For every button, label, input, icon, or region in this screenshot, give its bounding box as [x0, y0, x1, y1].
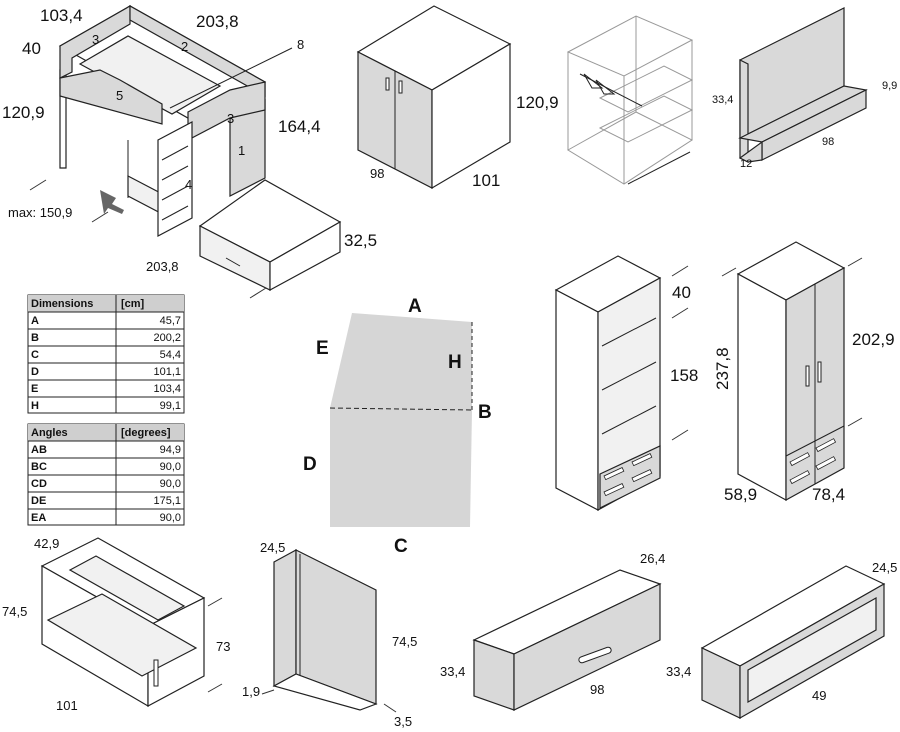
bunk-part-label: 1	[238, 143, 245, 158]
bunk-part-label: 3	[92, 32, 99, 47]
bunk-height-label: 120,9	[2, 103, 45, 122]
angle-key: AB	[31, 444, 47, 456]
angle-value: 94,9	[160, 444, 181, 456]
dimension-key: A	[31, 315, 39, 327]
cabinet-depth-label: 98	[370, 166, 384, 181]
insert-width-label: 98	[822, 136, 834, 148]
wardrobe-height-label: 237,8	[713, 347, 732, 390]
wall-shelf-height-label: 33,4	[666, 664, 691, 679]
bunk-ladder-label: 8	[297, 37, 304, 52]
bunk-bed-drawing	[29, 4, 342, 299]
angle-value: 90,0	[160, 461, 181, 473]
bunk-part-label: 5	[116, 88, 123, 103]
dimensions-header: Dimensions	[31, 298, 93, 310]
angle-value: 175,1	[153, 495, 181, 507]
shape-label-b: B	[478, 402, 492, 423]
wall-cabinet-width-label: 98	[590, 682, 604, 697]
wall-cabinet-drawing	[472, 569, 662, 711]
shape-label-h: H	[448, 352, 462, 373]
wardrobe-width-label: 78,4	[812, 485, 845, 504]
bunk-top-length-label: 203,8	[196, 12, 239, 31]
profile-shape	[329, 313, 473, 527]
corner-thickness-a-label: 1,9	[242, 684, 260, 699]
bunk-part-label: 4	[185, 177, 192, 192]
angle-key: DE	[31, 495, 46, 507]
bunk-max-label: max: 150,9	[8, 205, 72, 220]
bunk-side-height-label: 164,4	[278, 117, 321, 136]
dimension-value: 103,4	[153, 383, 181, 395]
wall-cabinet-height-label: 33,4	[440, 664, 465, 679]
wall-shelf-width-label: 49	[812, 688, 826, 703]
wall-shelf-depth-label: 24,5	[872, 560, 897, 575]
dimensions-table	[27, 294, 185, 414]
shape-label-d: D	[303, 454, 317, 475]
dimensions-unit-header: [cm]	[121, 298, 145, 310]
dimension-value: 200,2	[153, 332, 181, 344]
shape-label-a: A	[408, 296, 422, 317]
bunk-part-label: 3	[227, 111, 234, 126]
insert-thickness-label: 12	[740, 158, 752, 170]
wall-shelf-drawing	[700, 565, 886, 720]
angle-value: 90,0	[160, 478, 181, 490]
shelf-height-label: 158	[670, 366, 698, 385]
desk-height-label: 74,5	[2, 604, 27, 619]
dimension-key: E	[31, 383, 38, 395]
shape-label-e: E	[316, 338, 329, 359]
insert-depth-label: 9,9	[882, 80, 897, 92]
bunk-left-label: 40	[22, 39, 41, 58]
cabinet-drawing	[356, 5, 512, 190]
corner-height-label: 74,5	[392, 634, 417, 649]
angles-unit-header: [degrees]	[121, 427, 171, 439]
desk-depth-label: 42,9	[34, 536, 59, 551]
bookcase-insert-drawing	[738, 7, 868, 163]
cabinet-width-label: 101	[472, 171, 500, 190]
shape-label-c: C	[394, 536, 408, 557]
wall-cabinet-depth-label: 26,4	[640, 551, 665, 566]
corner-depth-label: 24,5	[260, 540, 285, 555]
wardrobe-inner-height-label: 202,9	[852, 330, 895, 349]
angle-key: CD	[31, 478, 47, 490]
dimension-key: D	[31, 366, 39, 378]
dimension-value: 99,1	[160, 400, 181, 412]
shelf-depth-label: 40	[672, 283, 691, 302]
bunk-width-label: 103,4	[40, 6, 83, 25]
bunk-drawer-height-label: 32,5	[344, 231, 377, 250]
corner-thickness-b-label: 3,5	[394, 714, 412, 729]
corner-panel-drawing	[261, 548, 397, 713]
angle-key: BC	[31, 461, 47, 473]
insert-height-label: 33,4	[712, 94, 733, 106]
open-shelf-drawing	[554, 255, 689, 512]
dimension-key: B	[31, 332, 39, 344]
angle-key: EA	[31, 512, 46, 524]
wardrobe-depth-label: 58,9	[724, 485, 757, 504]
dimension-key: C	[31, 349, 39, 361]
desk-inner-height-label: 73	[216, 639, 230, 654]
angles-table	[27, 423, 185, 526]
dimension-key: H	[31, 400, 39, 412]
dimension-value: 101,1	[153, 366, 181, 378]
dimension-value: 54,4	[160, 349, 181, 361]
desk-drawing	[40, 537, 223, 708]
wardrobe-drawing	[721, 241, 863, 502]
bunk-bottom-length-label: 203,8	[146, 259, 179, 274]
angles-header: Angles	[31, 427, 68, 439]
dimension-value: 45,7	[160, 315, 181, 327]
cabinet-height-label: 120,9	[516, 93, 559, 112]
angle-value: 90,0	[160, 512, 181, 524]
bunk-part-label: 2	[181, 39, 188, 54]
desk-width-label: 101	[56, 698, 78, 713]
wardrobe-interior-drawing	[566, 15, 694, 185]
